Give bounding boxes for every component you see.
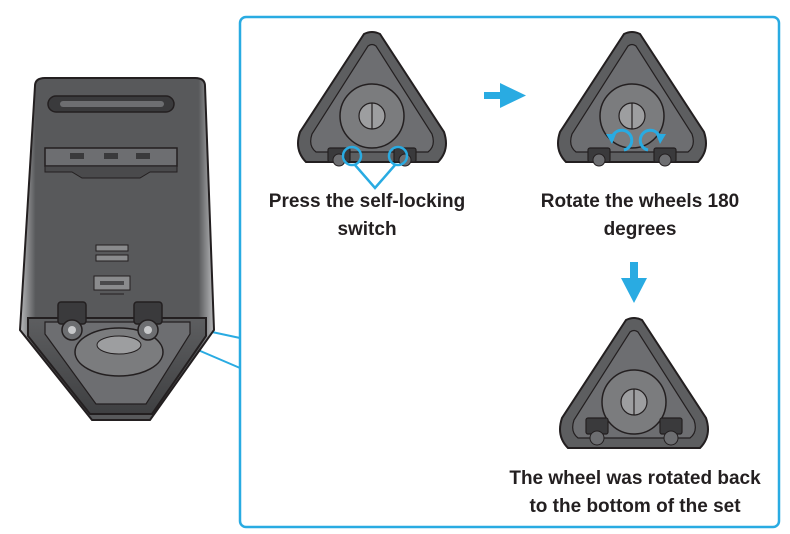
arrow-right-icon — [484, 83, 526, 108]
caption-back-line2: to the bottom of the set — [529, 496, 741, 517]
arrow-down-icon — [621, 262, 647, 303]
step2-base-view — [557, 31, 707, 167]
rotate-ccw-icon — [606, 128, 634, 152]
wheel-right — [133, 301, 163, 341]
caption-rotate-wheels: Rotate the wheels 180 degrees — [520, 188, 760, 244]
caption-press-switch: Press the self-locking switch — [252, 188, 482, 244]
caption-back-line1: The wheel was rotated back — [509, 468, 761, 489]
caption-rotate-line1: Rotate the wheels 180 — [540, 191, 740, 212]
wheel-left — [57, 301, 87, 341]
caption-press-line2: switch — [337, 219, 397, 240]
caption-rotate-line2: degrees — [603, 219, 677, 240]
caption-press-line1: Press the self-locking — [268, 191, 466, 212]
detail-frame — [238, 15, 781, 529]
speaker-full-view — [18, 77, 216, 421]
rotate-cw-icon — [638, 128, 666, 152]
step1-base-view — [297, 31, 447, 167]
switch-highlight — [341, 145, 409, 190]
caption-rotated-back: The wheel was rotated back to the bottom… — [490, 465, 780, 521]
step3-base-view — [559, 317, 709, 449]
